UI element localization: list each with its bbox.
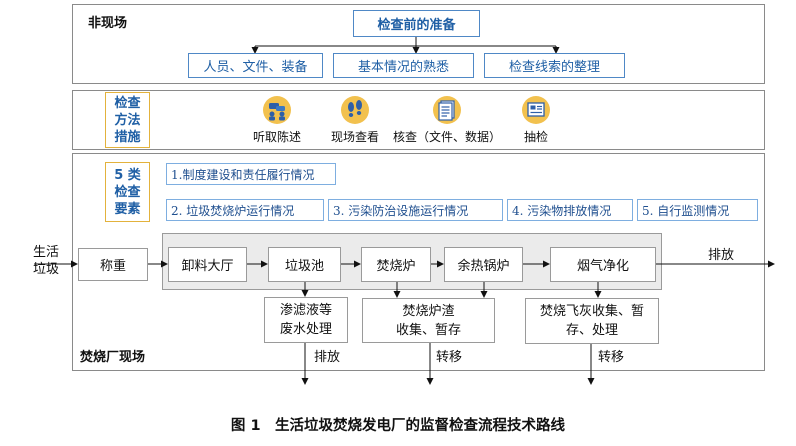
elements-title-line: 要素: [114, 201, 141, 217]
sample-monitor-icon: [522, 96, 550, 124]
element-item-5: 5. 自行监测情况: [637, 199, 758, 221]
step-weighing: 称重: [78, 248, 148, 281]
step-incinerator: 焚烧炉: [361, 247, 431, 282]
element-item-3: 3. 污染防治设施运行情况: [328, 199, 503, 221]
methods-panel: [72, 90, 765, 150]
input-label-line: 垃圾: [33, 262, 60, 277]
substep-fly-ash: 焚烧飞灰收集、暂 存、处理: [525, 298, 659, 344]
main-output-label: 排放: [708, 248, 735, 263]
element-item-4: 4. 污染物排放情况: [507, 199, 633, 221]
method-label-verify: 核查（文件、数据）: [392, 130, 501, 144]
substep-line: 焚烧炉渣: [402, 303, 455, 319]
meeting-icon: [263, 96, 291, 124]
document-icon: [433, 96, 461, 124]
elements-title-box: 5 类 检查 要素: [105, 162, 150, 222]
offsite-label: 非现场: [88, 16, 128, 31]
substep-leachate: 渗滤液等 废水处理: [264, 297, 348, 343]
method-label-onsite: 现场查看: [330, 130, 379, 144]
methods-title-box: 检查 方法 措施: [105, 92, 150, 148]
prep-box-clues: 检查线索的整理: [484, 53, 625, 78]
substep-output-label: 排放: [314, 350, 341, 365]
step-waste-heat-boiler: 余热锅炉: [444, 247, 523, 282]
method-label-hearing: 听取陈述: [252, 130, 301, 144]
input-label: 生活 垃圾: [33, 244, 59, 278]
input-label-line: 生活: [33, 245, 60, 260]
substep-output-label: 转移: [436, 350, 463, 365]
methods-title-line: 方法: [114, 112, 141, 128]
figure-caption: 图 1 生活垃圾焚烧发电厂的监督检查流程技术路线: [230, 418, 566, 434]
prep-title-box: 检查前的准备: [353, 10, 480, 37]
elements-title-line: 5 类: [114, 167, 141, 183]
methods-title-line: 措施: [114, 129, 141, 145]
substep-line: 渗滤液等: [279, 303, 332, 318]
footprints-icon: [341, 96, 369, 124]
site-label: 焚烧厂现场: [80, 350, 146, 365]
substep-line: 废水处理: [279, 322, 332, 337]
substep-output-label: 转移: [598, 350, 625, 365]
prep-box-personnel: 人员、文件、装备: [188, 53, 323, 78]
substep-slag: 焚烧炉渣 收集、暂存: [362, 298, 495, 343]
substep-line: 存、处理: [565, 323, 618, 338]
elements-title-line: 检查: [114, 184, 141, 200]
method-label-sampling: 抽检: [523, 130, 548, 144]
prep-box-basics: 基本情况的熟悉: [333, 53, 474, 78]
step-waste-pit: 垃圾池: [268, 247, 341, 282]
substep-line: 焚烧飞灰收集、暂: [539, 304, 644, 319]
element-item-2: 2. 垃圾焚烧炉运行情况: [166, 199, 324, 221]
step-flue-gas-cleaning: 烟气净化: [550, 247, 656, 282]
step-unloading-hall: 卸料大厅: [168, 247, 247, 282]
substep-line: 收集、暂存: [395, 322, 461, 338]
element-item-1: 1.制度建设和责任履行情况: [166, 163, 336, 185]
methods-title-line: 检查: [114, 95, 141, 111]
